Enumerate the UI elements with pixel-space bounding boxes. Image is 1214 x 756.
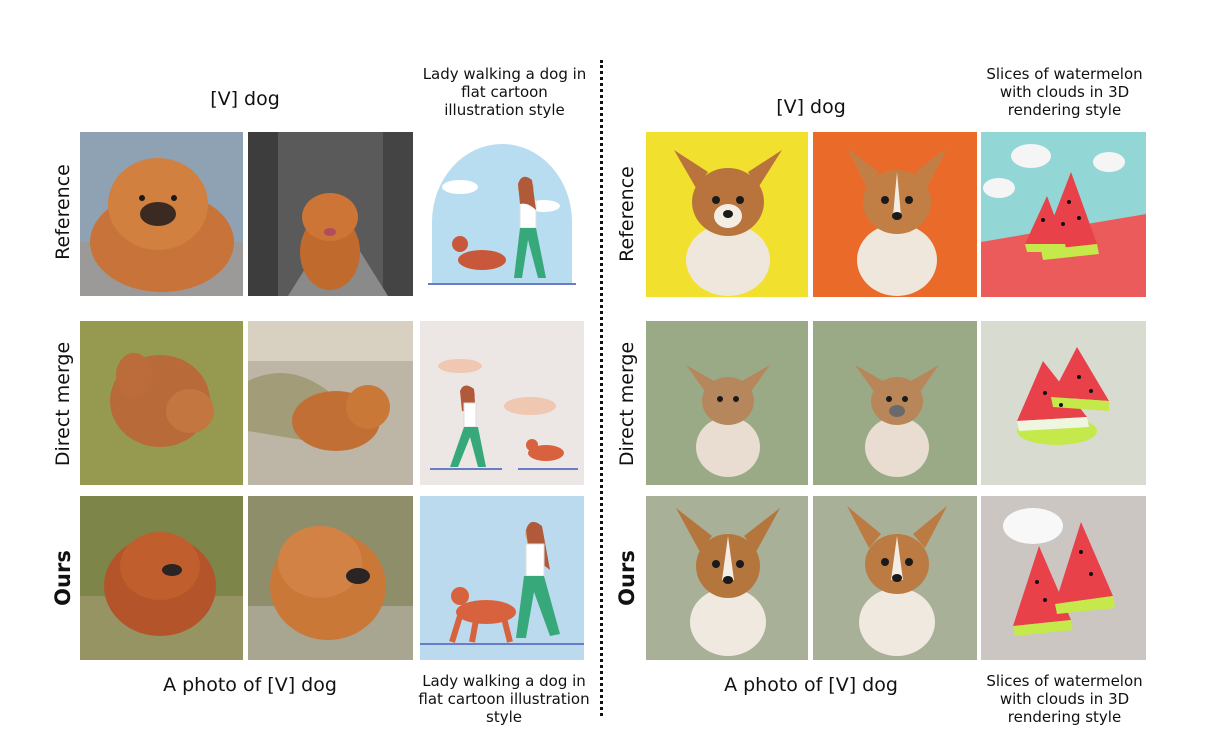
left-subject-caption-top: [V] dog bbox=[210, 88, 280, 110]
direct-merge-corgi-image-1 bbox=[646, 321, 808, 485]
ours-cartoon-image bbox=[420, 496, 584, 660]
row-label-direct-merge-right: Direct merge bbox=[616, 341, 638, 467]
direct-merge-watermelon-image bbox=[981, 321, 1146, 485]
reference-chow-image-2 bbox=[248, 132, 413, 296]
ours-corgi-image-1 bbox=[646, 496, 808, 660]
ours-watermelon-image bbox=[981, 496, 1146, 660]
row-label-ours-left: Ours bbox=[51, 550, 75, 606]
panel-divider bbox=[600, 60, 603, 716]
left-style-caption-bottom: Lady walking a dog in flat cartoon illus… bbox=[418, 672, 590, 726]
left-subject-caption-bottom: A photo of [V] dog bbox=[163, 674, 337, 696]
reference-watermelon-image bbox=[981, 132, 1146, 297]
ours-chow-image-2 bbox=[248, 496, 413, 660]
reference-cartoon-image bbox=[420, 132, 584, 296]
direct-merge-chow-image-2 bbox=[248, 321, 413, 485]
reference-corgi-image-2 bbox=[813, 132, 977, 297]
direct-merge-cartoon-image bbox=[420, 321, 584, 485]
ours-corgi-image-2 bbox=[813, 496, 977, 660]
row-label-reference-right: Reference bbox=[616, 166, 638, 262]
direct-merge-corgi-image-2 bbox=[813, 321, 977, 485]
ours-chow-image-1 bbox=[80, 496, 243, 660]
right-subject-caption-bottom: A photo of [V] dog bbox=[724, 674, 898, 696]
right-style-caption-top: Slices of watermelon with clouds in 3D r… bbox=[986, 65, 1143, 119]
reference-corgi-image-1 bbox=[646, 132, 808, 297]
left-style-caption-top: Lady walking a dog in flat cartoon illus… bbox=[422, 65, 587, 119]
right-style-caption-bottom: Slices of watermelon with clouds in 3D r… bbox=[986, 672, 1143, 726]
row-label-ours-right: Ours bbox=[615, 550, 639, 606]
reference-chow-image-1 bbox=[80, 132, 243, 296]
right-subject-caption-top: [V] dog bbox=[776, 96, 846, 118]
row-label-direct-merge-left: Direct merge bbox=[52, 341, 74, 467]
row-label-reference-left: Reference bbox=[52, 164, 74, 260]
direct-merge-chow-image-1 bbox=[80, 321, 243, 485]
